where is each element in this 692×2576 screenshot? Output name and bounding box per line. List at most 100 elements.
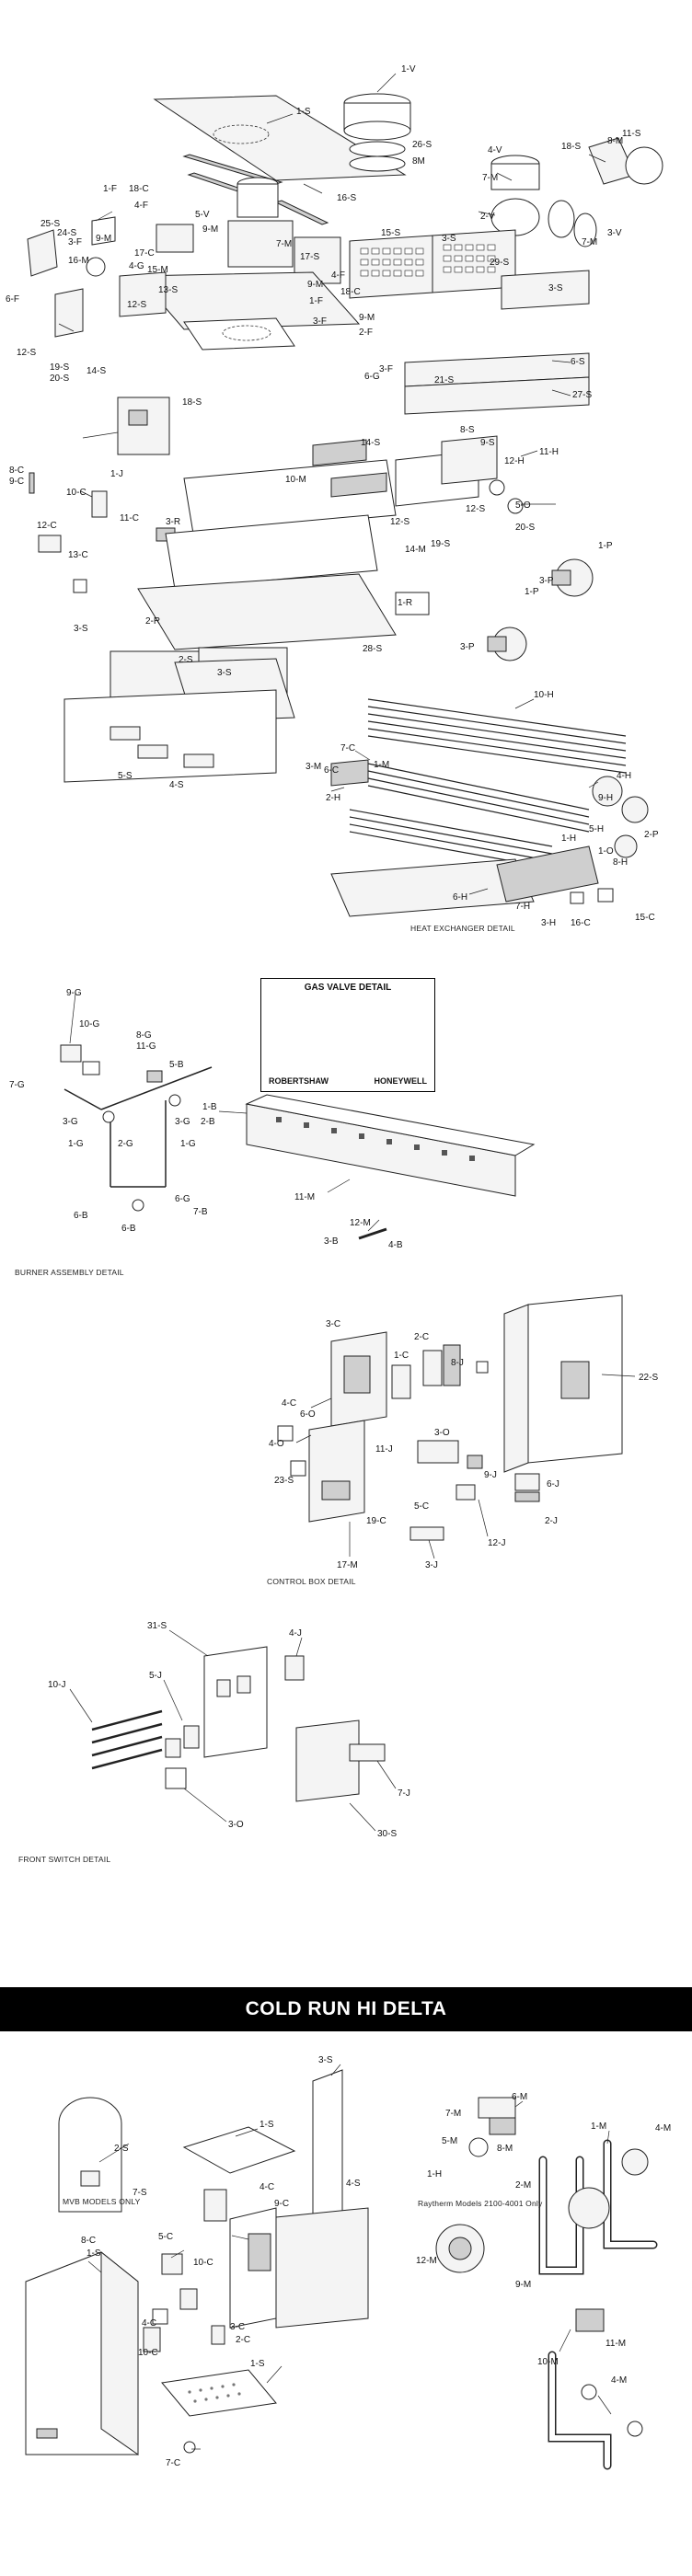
callout-label: 7-G [9,1080,25,1090]
burner-assembly-drawing: 9-G 10-G 8-G 11-G 5-B 7-G 3-G 3-G 2-B 1-… [9,988,536,1277]
callout-label: 3-F [313,316,327,327]
callout-label: 14-S [361,438,380,448]
callout-label: 25-S [40,219,60,229]
callout-label: 2-S [114,2144,129,2154]
callout-label: 4-O [269,1439,284,1449]
callout-label: 1-S [86,2248,101,2259]
callout-label: 11-S [622,129,641,139]
callout-label: 20-S [50,374,69,384]
callout-label: 5-O [515,500,531,511]
callout-label: 2-C [236,2335,250,2345]
callout-label: 14-S [86,366,106,376]
callout-label: 11-G [136,1041,156,1052]
callout-label: 13-C [68,550,88,560]
callout-label: 7-M [276,239,292,249]
callout-label: 4-M [611,2375,627,2386]
callout-label: 1-C [394,1351,409,1361]
callout-label: 1-G [68,1139,84,1149]
callout-label: 1-S [250,2359,265,2369]
callout-label: 12-S [127,300,146,310]
callout-label: 16-S [337,193,356,203]
callout-label: 1-H [561,834,576,844]
callout-label: 1-P [525,587,539,597]
callout-label: 1-O [598,846,614,857]
callout-label: 3-P [460,642,475,652]
callout-label: 12-C [37,521,57,531]
callout-label: 6-G [364,372,380,382]
control-box-caption: CONTROL BOX DETAIL [267,1577,356,1586]
callout-label: 1-S [296,107,311,117]
callout-label: 12-M [416,2256,437,2266]
callout-label: 1-F [103,184,117,194]
callout-label: 9-H [598,793,613,803]
callout-label: 10-C [66,488,86,498]
callout-label: 3-H [541,918,556,928]
gas-valve-detail-title: GAS VALVE DETAIL [304,983,392,993]
callout-label: 5-V [195,210,210,220]
callout-label: 8-M [607,136,623,146]
callout-label: 22-S [639,1373,658,1383]
callout-label: 2-G [118,1139,133,1149]
callout-label: 8-J [451,1358,464,1368]
callout-label: 30-S [377,1829,397,1839]
callout-label: 9-J [484,1470,497,1480]
callout-label: 6-M [512,2092,527,2102]
callout-label: 3-J [425,1560,438,1570]
honeywell-label: HONEYWELL [374,1076,428,1086]
callout-label: 28-S [363,644,382,654]
callout-label: 20-S [515,523,535,533]
callout-label: 3-S [548,283,563,293]
callout-label: 7-M [445,2109,461,2119]
callout-label: 18-C [129,184,149,194]
callout-label: 27-S [572,390,592,400]
callout-label: 3-O [434,1428,450,1438]
cold-run-hi-delta-drawing: 3-S 6-M 7-M 5-M 8-M 1-M 4-M 2-S 7-S 1-S … [25,2055,671,2470]
callout-label: 11-J [375,1444,393,1455]
top-callout-labels: 1-S 1-V 26-S 8M 16-S 11-S 8-M 18-S 4-V 7… [6,64,659,928]
callout-label: 13-S [158,285,178,295]
callout-label: 1-G [180,1139,196,1149]
callout-label: 4-V [488,145,502,155]
callout-label: 11-C [120,513,139,523]
callout-label: 9-S [480,438,495,448]
gas-valve-detail-box: GAS VALVE DETAIL ROBERTSHAW HONEYWELL [260,978,435,1092]
callout-label: 19-S [431,539,450,549]
callout-label: 10-H [534,690,554,700]
cold-run-hi-delta-banner: COLD RUN HI DELTA [0,1987,692,2031]
callout-label: 4-B [388,1240,403,1250]
callout-label: 3-M [306,762,321,772]
callout-label: 12-J [488,1538,505,1548]
callout-label: 9-M [307,280,323,290]
callout-label: 1-V [401,64,416,75]
callout-label: 10-C [138,2348,158,2358]
callout-label: 8-C [9,466,24,476]
callout-label: 1-M [591,2122,606,2132]
callout-label: 5-C [414,1501,429,1512]
callout-label: 12-M [350,1218,371,1228]
front-switch-caption: FRONT SWITCH DETAIL [18,1855,110,1864]
callout-label: 19-S [50,362,69,373]
callout-label: 23-S [274,1476,294,1486]
callout-label: 17-S [300,252,319,262]
callout-label: 2-M [515,2180,531,2191]
callout-label: 3-F [68,237,82,247]
callout-label: 11-M [606,2339,626,2349]
front-switch-drawing: 31-S 4-J 5-J 10-J 7-J 3-O 30-S FRONT SWI… [18,1621,410,1864]
callout-label: 4-J [289,1628,302,1639]
callout-label: 3-S [217,668,232,678]
robertshaw-label: ROBERTSHAW [269,1076,329,1086]
callout-label: 7-M [482,173,498,183]
callout-label: 2-P [644,830,659,840]
callout-label: 24-S [57,228,76,238]
callout-label: 9-C [274,2199,289,2209]
callout-label: 10-M [285,475,306,485]
heat-exchanger-caption: HEAT EXCHANGER DETAIL [410,924,515,933]
callout-label: 4-F [134,201,148,211]
callout-label: 15-M [147,265,168,275]
callout-label: 1-J [110,469,123,479]
callout-label: 29-S [490,258,509,268]
callout-label: 12-H [504,456,525,466]
callout-label: 3-C [326,1319,340,1329]
callout-label: 16-C [571,918,591,928]
